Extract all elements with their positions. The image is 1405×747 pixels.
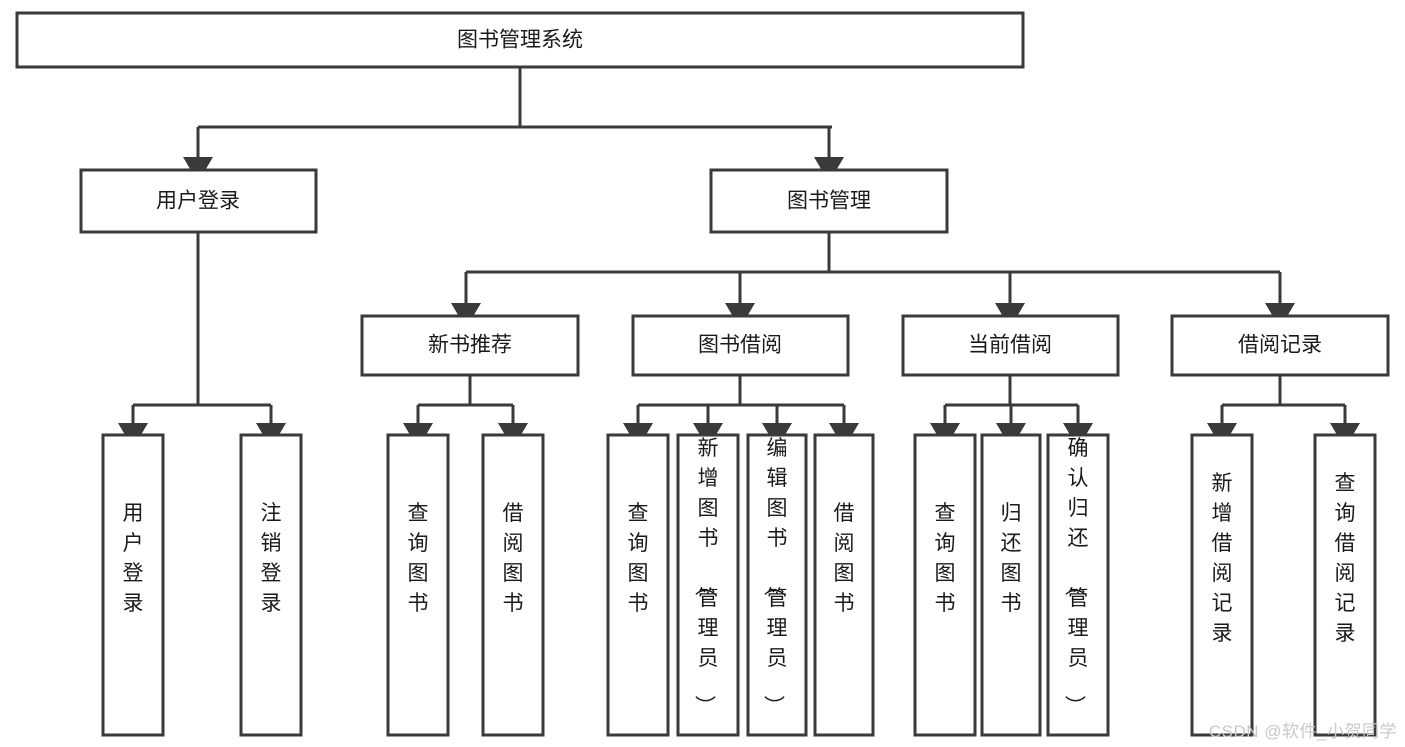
node-root[interactable]: 图书管理系统 xyxy=(15,11,1025,69)
node-leaf-add-borrow-record[interactable]: 新增借阅记录 xyxy=(1190,433,1254,737)
node-leaf-user-login[interactable]: 用户登录 xyxy=(101,433,165,737)
node-leaf-add-borrow-record-label: 新增借阅记录 xyxy=(1212,472,1233,645)
node-root-box[interactable] xyxy=(15,11,1025,69)
node-leaf-borrow-book-recommend-box[interactable] xyxy=(481,433,545,737)
node-leaf-edit-book-admin[interactable]: 编辑图书（管理员） xyxy=(746,433,808,737)
node-leaf-user-logout-label: 注销登录 xyxy=(261,502,282,615)
csdn-watermark: CSDN @软件_小贺同学 xyxy=(1208,722,1397,741)
node-leaf-search-borrow-record-label: 查询借阅记录 xyxy=(1335,472,1356,645)
node-current-borrow-box[interactable] xyxy=(901,314,1120,377)
node-user-login-label: 用户登录 xyxy=(156,190,240,213)
node-book-borrow[interactable]: 图书借阅 xyxy=(631,314,850,377)
node-leaf-user-logout[interactable]: 注销登录 xyxy=(239,433,303,737)
node-borrow-record[interactable]: 借阅记录 xyxy=(1170,314,1390,377)
node-current-borrow[interactable]: 当前借阅 xyxy=(901,314,1120,377)
node-leaf-borrow-book-recommend[interactable]: 借阅图书 xyxy=(481,433,545,737)
nodes-layer: 图书管理系统 用户登录 图书管理 新书推荐 图书借阅 当前 xyxy=(15,11,1390,737)
node-borrow-record-box[interactable] xyxy=(1170,314,1390,377)
node-leaf-borrow-book-label: 借阅图书 xyxy=(834,502,855,615)
node-leaf-add-book-admin[interactable]: 新增图书（管理员） xyxy=(676,433,740,737)
node-user-login-box[interactable] xyxy=(79,168,318,234)
node-leaf-return-book-box[interactable] xyxy=(980,433,1042,737)
node-leaf-borrow-book-recommend-label: 借阅图书 xyxy=(503,502,524,615)
node-leaf-return-book[interactable]: 归还图书 xyxy=(980,433,1042,737)
node-leaf-add-book-admin-label: 新增图书（管理员） xyxy=(693,437,719,716)
node-leaf-user-login-label: 用户登录 xyxy=(123,502,144,615)
node-leaf-search-book-current-label: 查询图书 xyxy=(935,502,956,615)
node-leaf-add-borrow-record-box[interactable] xyxy=(1190,433,1254,737)
node-leaf-edit-book-admin-label: 编辑图书（管理员） xyxy=(762,437,788,716)
node-book-management-box[interactable] xyxy=(709,168,949,234)
node-leaf-search-book-recommend[interactable]: 查询图书 xyxy=(386,433,450,737)
node-leaf-borrow-book-box[interactable] xyxy=(813,433,875,737)
node-leaf-search-book-current-box[interactable] xyxy=(913,433,977,737)
node-book-management-label: 图书管理 xyxy=(787,190,871,213)
node-leaf-search-book-recommend-label: 查询图书 xyxy=(408,502,429,615)
node-borrow-record-label: 借阅记录 xyxy=(1238,334,1322,357)
node-leaf-borrow-book[interactable]: 借阅图书 xyxy=(813,433,875,737)
node-new-book-recommend-box[interactable] xyxy=(360,314,580,377)
node-book-borrow-label: 图书借阅 xyxy=(698,334,782,357)
node-leaf-search-borrow-record[interactable]: 查询借阅记录 xyxy=(1313,433,1377,737)
node-leaf-search-borrow-record-box[interactable] xyxy=(1313,433,1377,737)
node-leaf-user-login-box[interactable] xyxy=(101,433,165,737)
node-leaf-confirm-return-admin[interactable]: 确认归还（管理员） xyxy=(1046,433,1110,737)
node-new-book-recommend-label: 新书推荐 xyxy=(428,334,512,357)
node-leaf-confirm-return-admin-label: 确认归还（管理员） xyxy=(1063,437,1089,716)
node-leaf-return-book-label: 归还图书 xyxy=(1001,502,1022,615)
node-leaf-confirm-return-admin-box[interactable] xyxy=(1046,433,1110,737)
node-current-borrow-label: 当前借阅 xyxy=(968,334,1052,357)
edges-layer xyxy=(118,67,1360,449)
node-leaf-add-book-admin-box[interactable] xyxy=(676,433,740,737)
node-leaf-search-book-borrow[interactable]: 查询图书 xyxy=(606,433,670,737)
node-leaf-user-logout-box[interactable] xyxy=(239,433,303,737)
node-book-management[interactable]: 图书管理 xyxy=(709,168,949,234)
node-leaf-search-book-borrow-label: 查询图书 xyxy=(628,502,649,615)
node-leaf-edit-book-admin-box[interactable] xyxy=(746,433,808,737)
node-leaf-search-book-borrow-box[interactable] xyxy=(606,433,670,737)
node-user-login[interactable]: 用户登录 xyxy=(79,168,318,234)
node-new-book-recommend[interactable]: 新书推荐 xyxy=(360,314,580,377)
node-root-label: 图书管理系统 xyxy=(457,29,583,52)
node-book-borrow-box[interactable] xyxy=(631,314,850,377)
node-leaf-search-book-recommend-box[interactable] xyxy=(386,433,450,737)
node-leaf-search-book-current[interactable]: 查询图书 xyxy=(913,433,977,737)
